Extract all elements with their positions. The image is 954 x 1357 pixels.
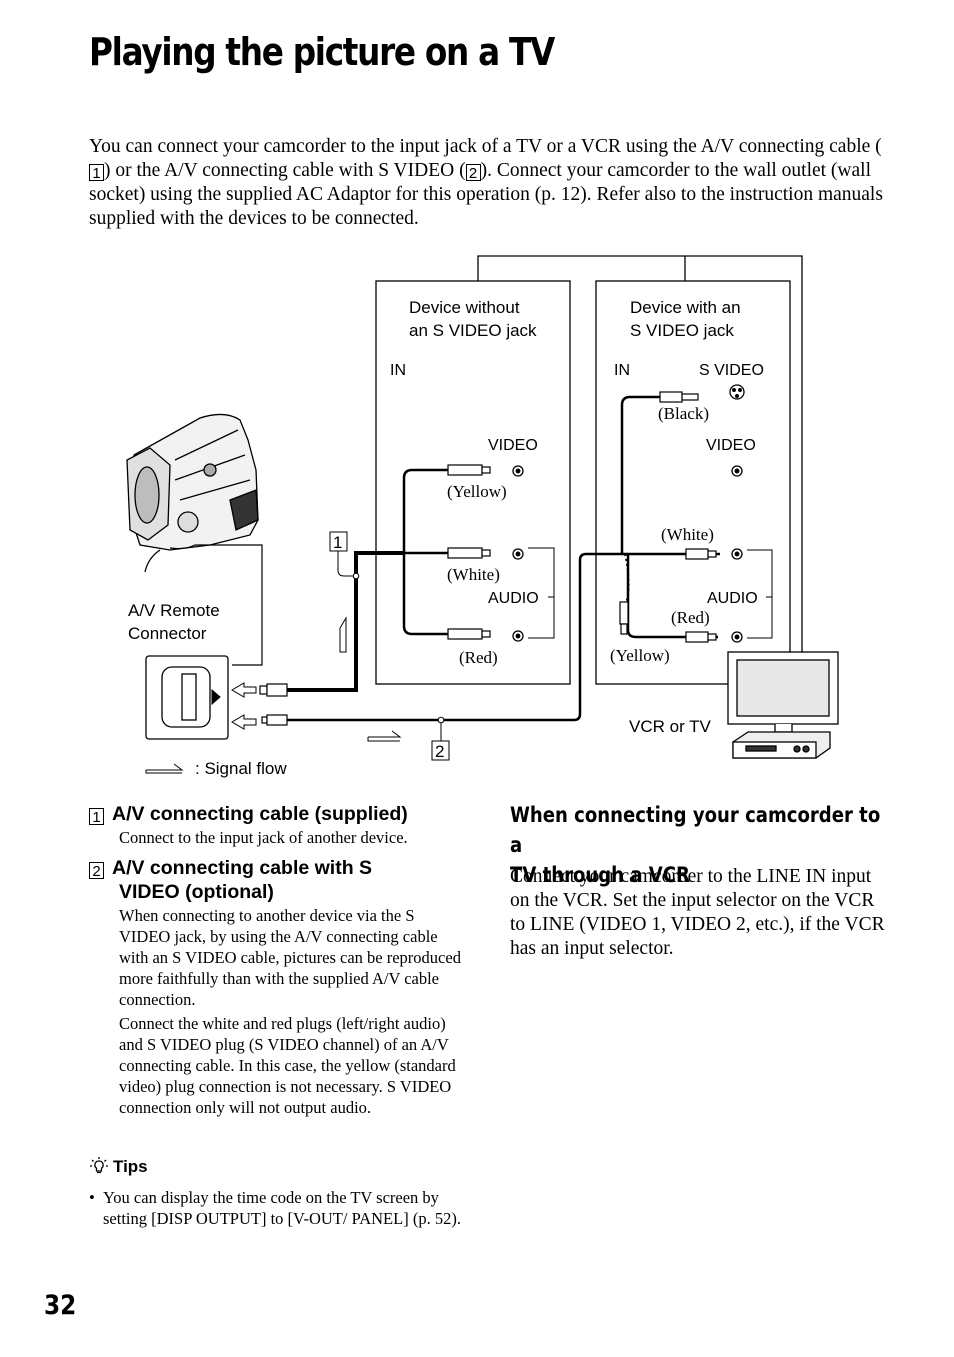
tips-heading: Tips — [89, 1156, 148, 1177]
plugs-right — [619, 391, 717, 643]
vcr-section-heading: When connecting your camcorder to a TV th… — [510, 800, 888, 890]
intro-text-3: ). Connect your camcorder to the wall ou… — [89, 160, 883, 229]
callout-2: 2 — [431, 716, 450, 761]
item-1-heading: 1 A/V connecting cable (supplied) — [89, 802, 408, 826]
connection-diagram: Device without an S VIDEO jack Device wi… — [126, 255, 839, 778]
av-remote-connector-detail — [145, 655, 229, 740]
item-2-mark: 2 — [89, 862, 104, 880]
item-2-heading-line2: VIDEO (optional) — [119, 881, 274, 903]
page-number: 32 — [44, 1290, 77, 1321]
camcorder-illustration — [126, 413, 263, 666]
in-label-left: IN — [390, 362, 406, 379]
label-white-right: (White) — [661, 525, 714, 544]
cable-1-mark: 1 — [89, 164, 104, 182]
item-1-mark: 1 — [89, 808, 104, 826]
device-without-label-1: Device without — [409, 298, 520, 317]
connector-arrows — [231, 682, 257, 730]
intro-text-2: ) or the A/V connecting cable with S VID… — [104, 160, 466, 181]
item-2-heading-line1: A/V connecting cable with S — [112, 857, 373, 879]
label-white-left: (White) — [447, 565, 500, 584]
device-with-label-2: S VIDEO jack — [630, 321, 734, 340]
device-without-box — [375, 280, 571, 685]
callout-2-text: 2 — [435, 742, 444, 761]
tips-item-text: You can display the time code on the TV … — [103, 1188, 461, 1228]
video-label-right: VIDEO — [706, 437, 756, 454]
label-yellow-left: (Yellow) — [447, 482, 507, 501]
cable-2 — [287, 395, 720, 722]
video-label-left: VIDEO — [488, 437, 538, 454]
vcr-heading-line2: TV through a VCR — [510, 863, 690, 887]
cable-2-mark: 2 — [465, 164, 481, 182]
jacks-left — [512, 465, 524, 642]
vcr-illustration — [732, 731, 831, 759]
device-with-label-1: Device with an — [630, 298, 741, 317]
vcr-section-body: Connect your camcorder to the LINE IN in… — [510, 866, 885, 959]
item-2-body-2: Connect the white and red plugs (left/ri… — [119, 1014, 456, 1117]
item-2-heading: 2 A/V connecting cable with S — [89, 856, 372, 880]
callout-1-text: 1 — [333, 533, 342, 552]
signal-flow-legend-icon — [145, 763, 184, 774]
connector-plugs — [259, 683, 288, 726]
plugs-left — [447, 464, 491, 640]
audio-label-right: AUDIO — [707, 590, 758, 607]
audio-label-left: AUDIO — [488, 590, 539, 607]
label-yellow-right: (Yellow) — [610, 646, 670, 665]
label-red-right: (Red) — [671, 608, 710, 627]
s-video-label: S VIDEO — [699, 362, 764, 379]
tips-heading-text: Tips — [113, 1157, 148, 1176]
device-bracket — [477, 255, 803, 684]
page-title: Playing the picture on a TV — [89, 30, 555, 74]
av-remote-label-2: Connector — [128, 624, 207, 643]
item-1-heading-text: A/V connecting cable (supplied) — [112, 803, 408, 825]
cable-1 — [287, 468, 448, 692]
signal-flow-label: : Signal flow — [195, 759, 287, 778]
tips-bulb-icon — [90, 1157, 108, 1174]
vcr-or-tv-label: VCR or TV — [629, 717, 712, 736]
device-without-label-2: an S VIDEO jack — [409, 321, 537, 340]
in-label-right: IN — [614, 362, 630, 379]
jacks-right — [729, 384, 745, 643]
signal-flow-arrow-right — [367, 730, 402, 742]
tv-illustration — [727, 651, 839, 733]
item-2-body-1: When connecting to another device via th… — [119, 906, 461, 1009]
label-black: (Black) — [658, 404, 709, 423]
item-1-body: Connect to the input jack of another dev… — [119, 828, 408, 847]
intro-text-1: You can connect your camcorder to the in… — [89, 136, 882, 157]
callout-1: 1 — [329, 531, 360, 580]
vcr-heading-line1: When connecting your camcorder to a — [510, 803, 881, 857]
signal-flow-arrow-up — [339, 616, 347, 653]
tips-item: • You can display the time code on the T… — [89, 1188, 461, 1228]
av-remote-label-1: A/V Remote — [128, 601, 220, 620]
device-with-box — [595, 280, 791, 685]
label-red-left: (Red) — [459, 648, 498, 667]
intro-paragraph: You can connect your camcorder to the in… — [89, 135, 889, 231]
